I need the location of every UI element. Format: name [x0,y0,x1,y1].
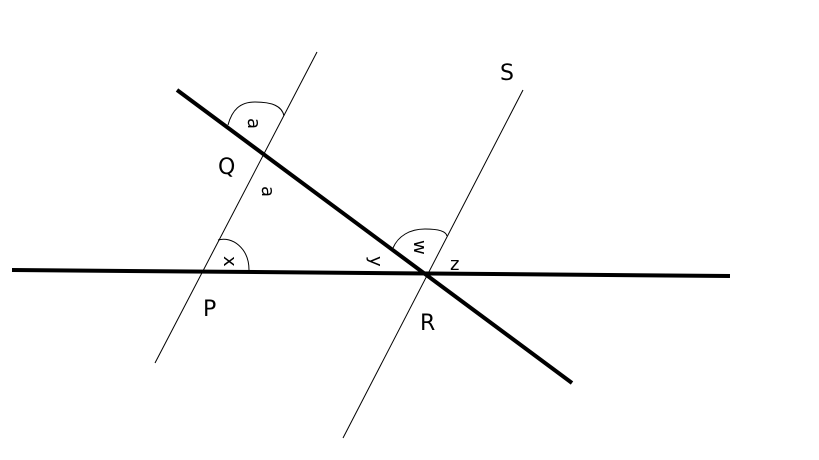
angle-label-z: z [450,254,459,275]
angle-label-w: w [409,240,430,255]
angle-label-y: y [365,256,386,267]
angle-label-a-bottom: a [257,186,278,197]
point-label-p: P [203,297,216,322]
angle-arc-q [227,101,285,126]
point-label-r: R [420,311,435,336]
angle-label-a-top: a [243,118,264,129]
angle-arc-r [392,228,448,249]
line-pr-horizontal [11,268,731,278]
angle-arc-p [217,238,250,271]
line-pq [154,51,318,364]
line-rs [342,89,524,439]
transversal-line [175,88,574,385]
angle-label-x: x [219,256,240,267]
point-label-q: Q [218,155,235,180]
point-label-s: S [500,61,514,86]
